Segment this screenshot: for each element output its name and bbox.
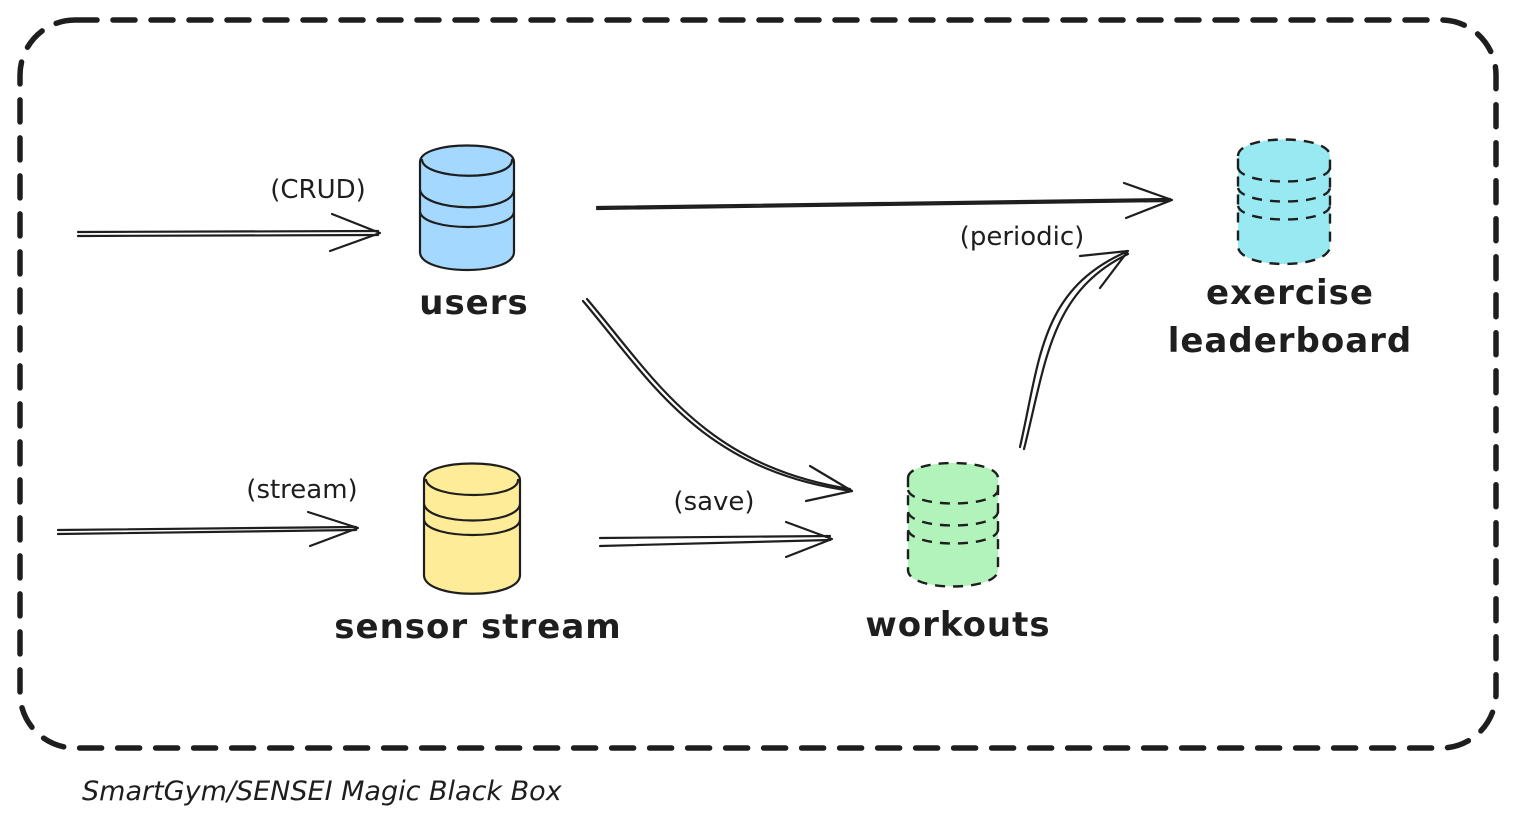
edge-users-to-workouts bbox=[581, 297, 854, 503]
node-label-leaderboard-line2: leaderboard bbox=[1168, 321, 1413, 361]
edge-sensor-to-workouts bbox=[598, 520, 834, 559]
edge-label-crud: (CRUD) bbox=[270, 175, 366, 205]
node-label-leaderboard-line1: exercise bbox=[1206, 273, 1374, 313]
edge-label-stream: (stream) bbox=[246, 475, 357, 505]
system-boundary bbox=[17, 17, 1499, 751]
boundary-caption: SmartGym/SENSEI Magic Black Box bbox=[82, 776, 563, 807]
edge-incoming-users bbox=[76, 212, 382, 253]
node-label-workouts: workouts bbox=[865, 605, 1050, 645]
users-database-icon bbox=[418, 144, 516, 272]
node-label-users: users bbox=[419, 283, 529, 323]
node-label-sensor-stream: sensor stream bbox=[334, 607, 621, 647]
edge-users-to-leaderboard bbox=[595, 181, 1174, 220]
edge-label-periodic: (periodic) bbox=[960, 222, 1085, 252]
edge-label-save: (save) bbox=[673, 487, 754, 517]
workouts-database-icon bbox=[906, 461, 1000, 588]
edge-workouts-to-leaderboard bbox=[1018, 249, 1130, 451]
leaderboard-database-icon bbox=[1236, 138, 1332, 266]
edge-incoming-sensor-stream bbox=[56, 510, 360, 548]
sensor-stream-database-icon bbox=[422, 462, 522, 595]
